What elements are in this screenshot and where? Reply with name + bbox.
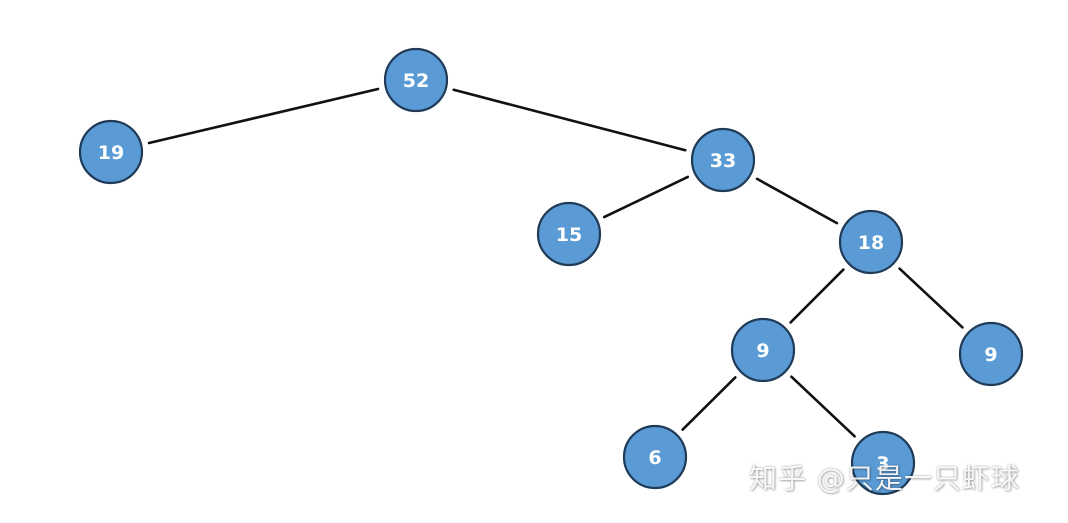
- tree-node-9: 9: [730, 317, 796, 383]
- node-label: 18: [858, 232, 884, 254]
- node-circle: [838, 209, 904, 275]
- edge-9-6: [681, 376, 737, 431]
- node-label: 9: [756, 340, 769, 362]
- node-circle: [78, 119, 144, 185]
- edge-9-3: [790, 375, 856, 438]
- node-circle: [622, 424, 688, 490]
- node-circle: [536, 201, 602, 267]
- node-label: 3: [876, 453, 889, 475]
- watermark-text: 知乎 @只是一只虾球: [749, 462, 1020, 495]
- tree-node-9: 9: [958, 321, 1024, 387]
- tree-node-52: 52: [383, 47, 449, 113]
- tree-node-19: 19: [78, 119, 144, 185]
- node-label: 6: [648, 447, 661, 469]
- tree-edges: [147, 87, 964, 438]
- edge-52-33: [452, 88, 687, 152]
- edge-18-9: [789, 268, 845, 324]
- node-label: 52: [403, 70, 429, 92]
- node-circle: [730, 317, 796, 383]
- tree-node-6: 6: [622, 424, 688, 490]
- node-label: 19: [98, 142, 124, 164]
- tree-node-15: 15: [536, 201, 602, 267]
- node-label: 33: [710, 150, 736, 172]
- tree-node-33: 33: [690, 127, 756, 193]
- tree-node-18: 18: [838, 209, 904, 275]
- tree-node-3: 3: [850, 430, 916, 496]
- node-circle: [850, 430, 916, 496]
- edge-18-9: [898, 267, 964, 329]
- edge-33-15: [602, 175, 690, 219]
- tree-nodes: 52 19 33 15 18 9 9 6 3: [78, 47, 1024, 496]
- node-label: 9: [984, 344, 997, 366]
- edge-52-19: [147, 87, 380, 145]
- node-label: 15: [556, 224, 582, 246]
- node-circle: [958, 321, 1024, 387]
- node-circle: [690, 127, 756, 193]
- edge-33-18: [755, 177, 839, 225]
- node-circle: [383, 47, 449, 113]
